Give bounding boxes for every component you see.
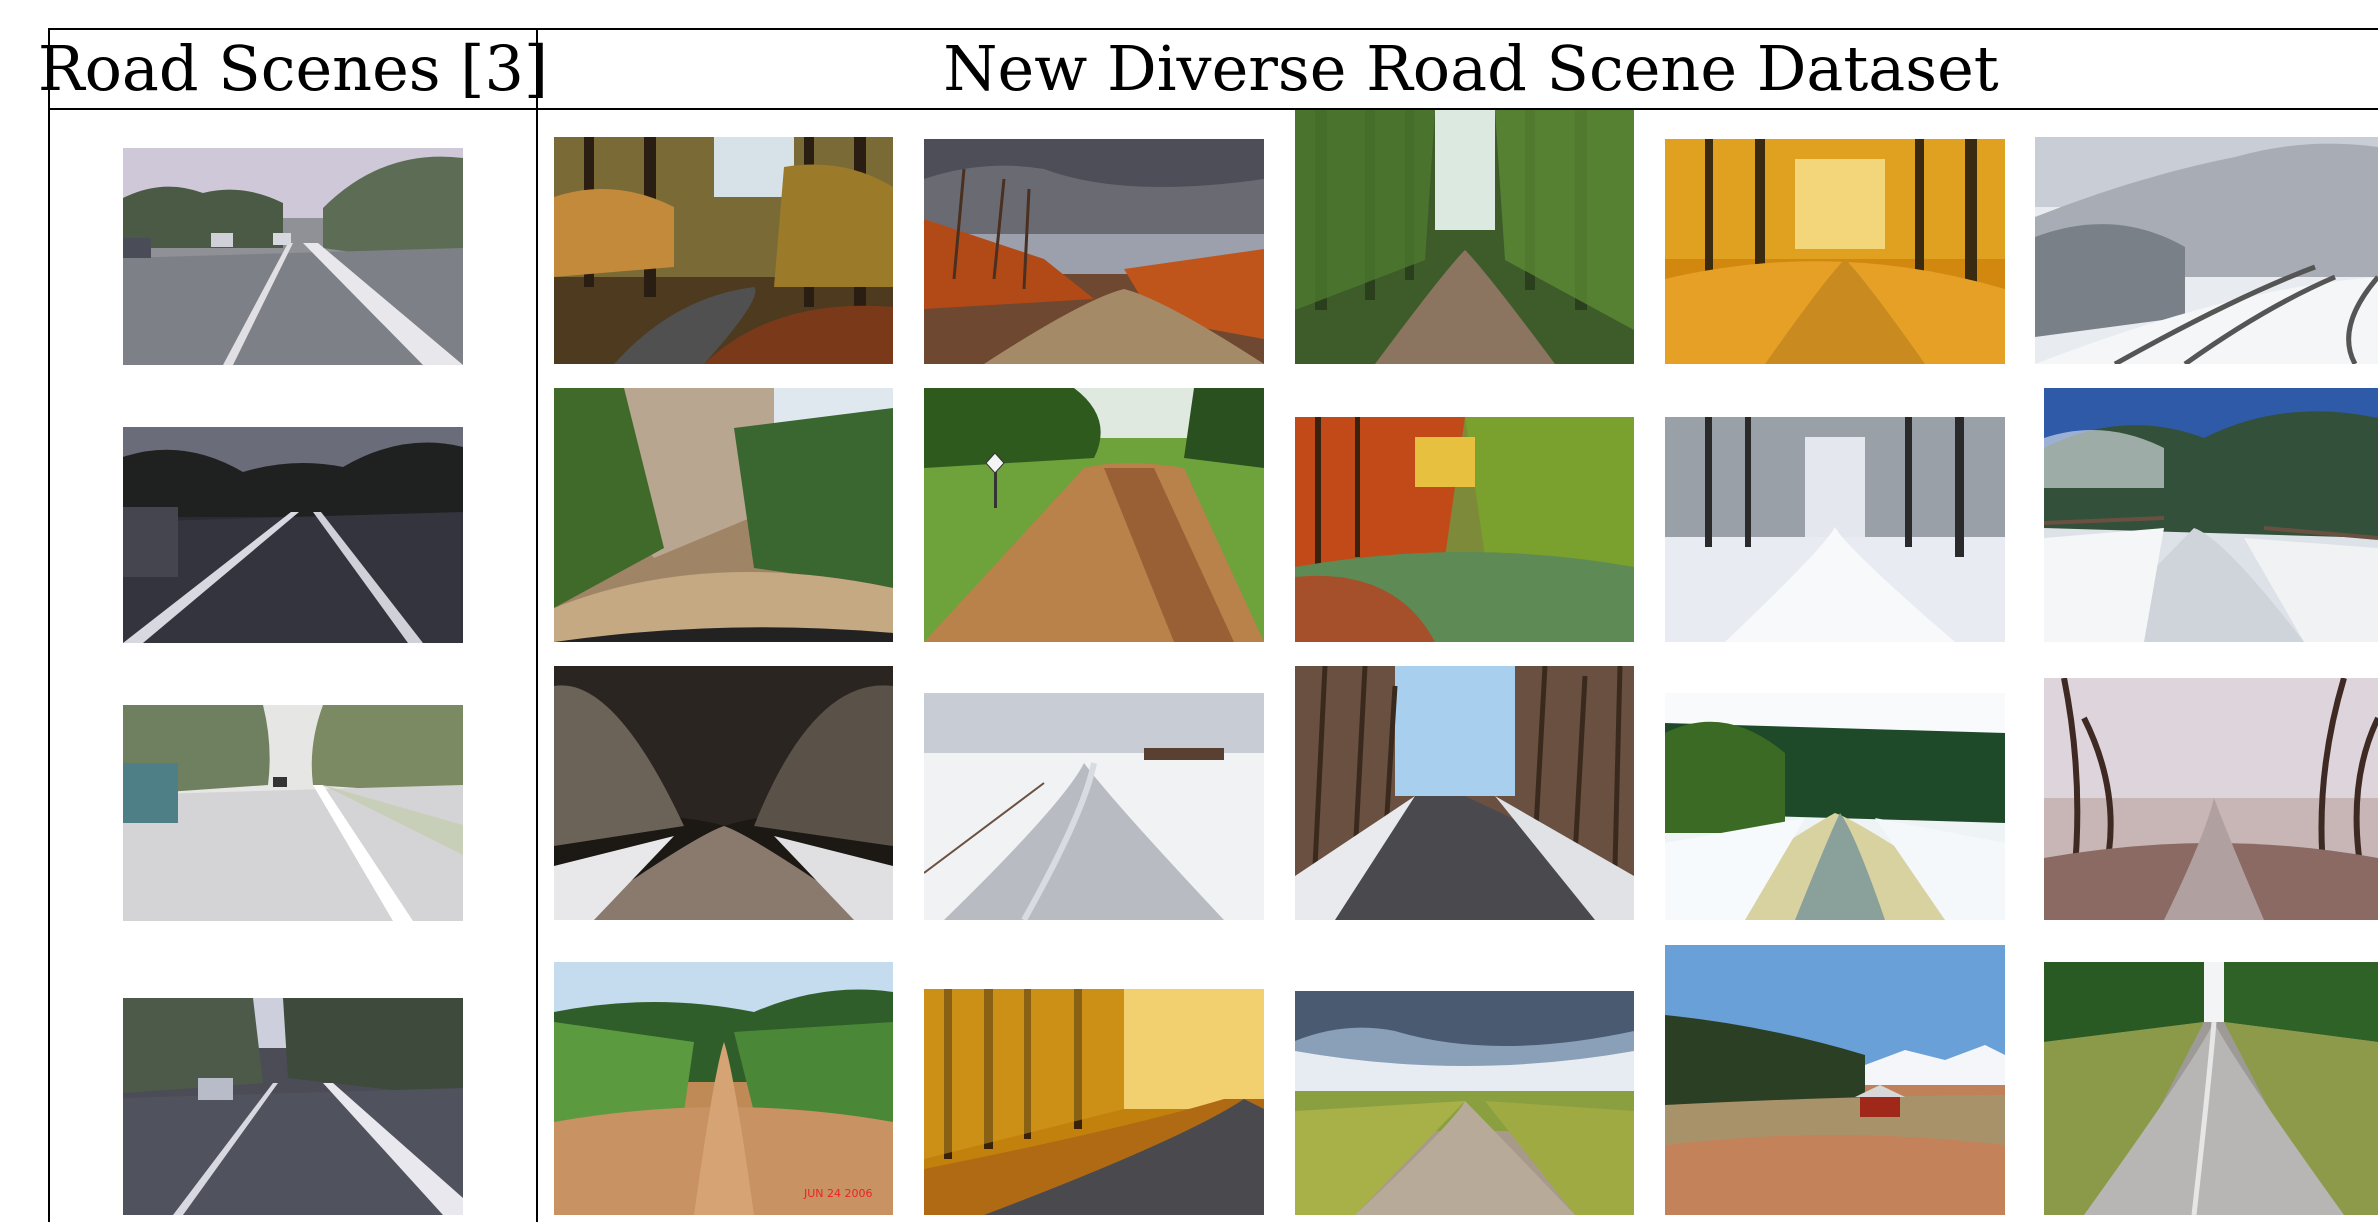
grid-image-r3-c5: [2044, 678, 2378, 920]
grid-image-r1-c2: [924, 139, 1264, 364]
grid-image-r1-c1: [554, 137, 893, 364]
table-top-border: [48, 28, 2378, 30]
grid-image-r1-c4: [1665, 139, 2005, 364]
grid-image-r4-c2: [924, 989, 1264, 1215]
grid-image-r3-c2: [924, 693, 1264, 920]
grid-image-r3-c3: [1295, 666, 1634, 920]
left-image-1: [123, 148, 463, 365]
grid-image-r2-c3: [1295, 417, 1634, 642]
grid-image-r1-c5: [2035, 137, 2378, 364]
left-column-header: Road Scenes [3]: [37, 31, 549, 105]
right-column-header: New Diverse Road Scene Dataset: [943, 31, 1999, 105]
left-image-2: [123, 427, 463, 643]
column-divider: [536, 28, 538, 1222]
left-image-3: [123, 705, 463, 921]
grid-image-r1-c3: [1295, 110, 1634, 364]
table-left-border: [48, 28, 50, 1222]
grid-image-r4-c5: [2044, 962, 2378, 1215]
header-bottom-border: [48, 108, 2378, 110]
left-image-4: [123, 998, 463, 1215]
grid-image-r2-c2: [924, 388, 1264, 642]
grid-image-r4-c1: JUN 24 2006: [554, 962, 893, 1215]
grid-image-r2-c1: [554, 388, 893, 642]
photo-date-stamp: JUN 24 2006: [803, 1187, 873, 1200]
grid-image-r2-c5: [2044, 388, 2378, 642]
grid-image-r4-c3: [1295, 991, 1634, 1215]
grid-image-r3-c4: [1665, 693, 2005, 920]
grid-image-r4-c4: [1665, 945, 2005, 1215]
grid-image-r3-c1: [554, 666, 893, 920]
grid-image-r2-c4: [1665, 417, 2005, 642]
